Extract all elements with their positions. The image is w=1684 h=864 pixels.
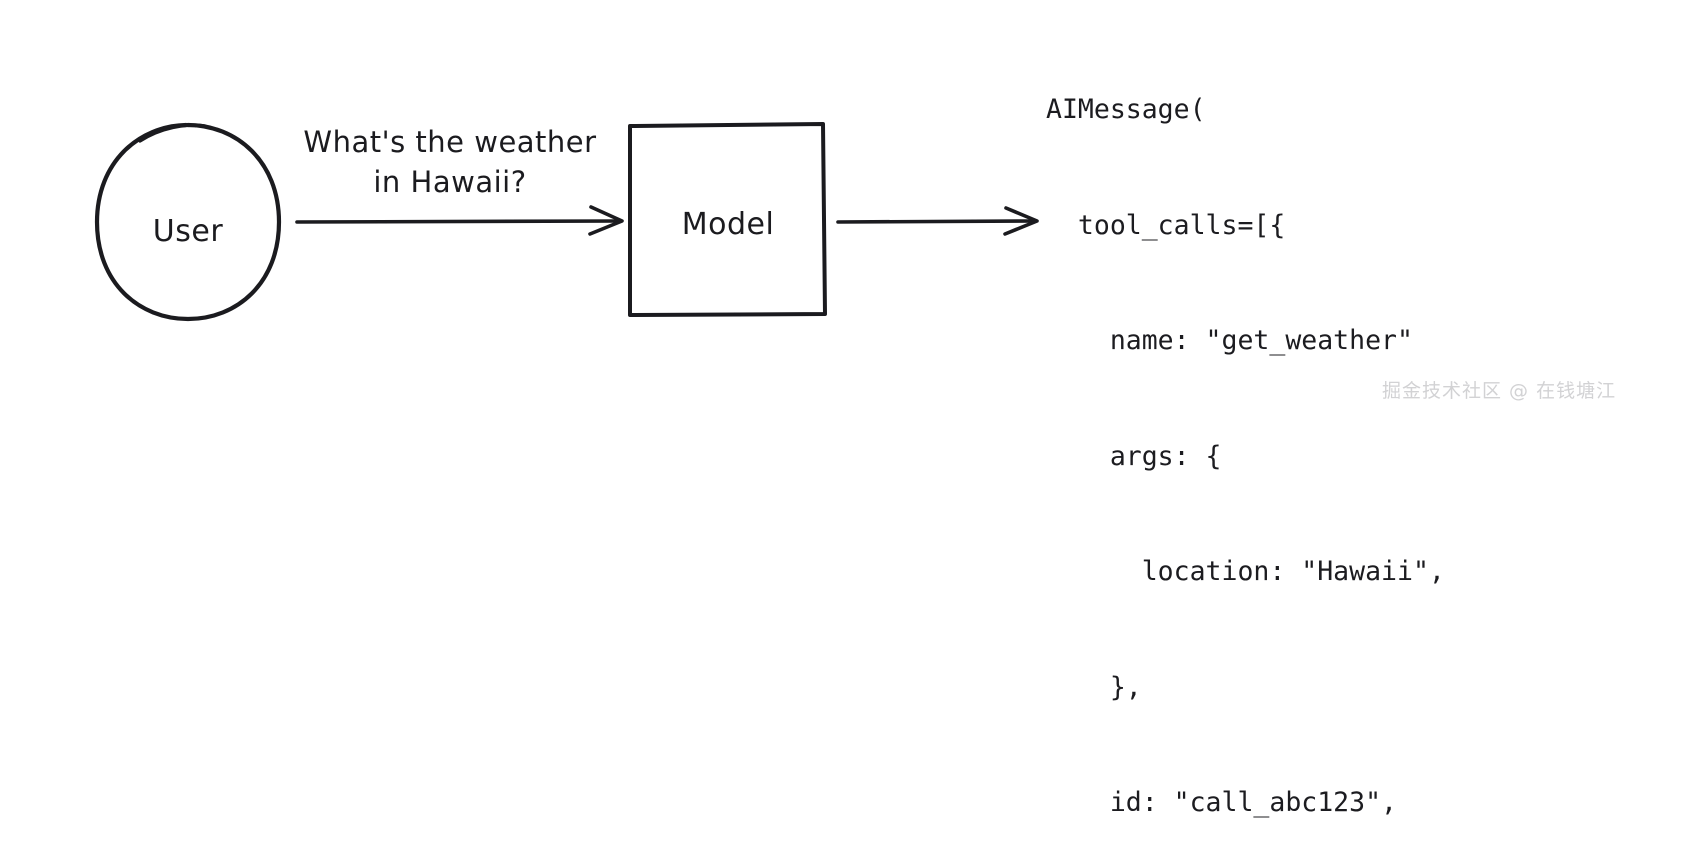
diagram-canvas: User What's the weather in Hawaii? Model	[94, 122, 1039, 322]
watermark: 掘金技术社区 @ 在钱塘江	[1382, 380, 1617, 402]
edge-model-to-output[interactable]	[836, 206, 1039, 236]
node-user-label: User	[153, 214, 224, 249]
code-line: },	[1046, 671, 1142, 703]
node-model-label: Model	[682, 207, 775, 242]
edge-label-line-2: in Hawaii?	[373, 165, 526, 199]
edge-user-to-model[interactable]	[295, 205, 624, 236]
edge-label-line-1: What's the weather	[303, 125, 596, 159]
tool-call-code-block: AIMessage( tool_calls=[{ name: "get_weat…	[1046, 14, 1445, 864]
code-line: args: {	[1046, 440, 1222, 472]
node-model[interactable]: Model	[628, 122, 827, 317]
code-line: tool_calls=[{	[1046, 209, 1286, 241]
code-line: location: "Hawaii",	[1046, 556, 1445, 587]
edge-user-to-model-label: What's the weather in Hawaii?	[303, 125, 596, 199]
code-line: id: "call_abc123",	[1046, 787, 1397, 818]
code-line: name: "get_weather"	[1046, 325, 1413, 356]
node-user[interactable]: User	[94, 122, 282, 322]
code-line: AIMessage(	[1046, 94, 1206, 125]
